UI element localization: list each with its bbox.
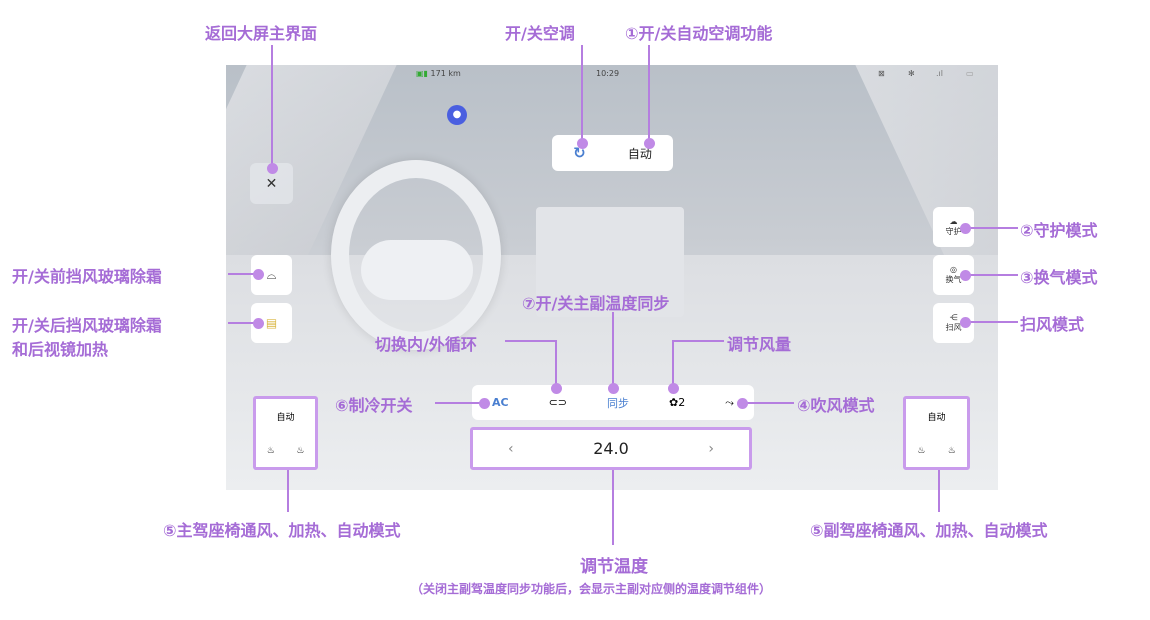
annotation-back: 返回大屏主界面 bbox=[205, 24, 318, 43]
seat-heating-icon[interactable]: ♨ bbox=[296, 445, 305, 456]
temperature-value: 24.0 bbox=[593, 439, 629, 458]
climate-top-card: ↻ 自动 bbox=[552, 135, 673, 171]
power-icon[interactable]: ↻ bbox=[573, 144, 586, 162]
recirculation-icon[interactable]: ⊂⊃ bbox=[548, 396, 567, 409]
range-text: 171 km bbox=[430, 69, 461, 78]
battery-icon: ▣▮ 171 km bbox=[416, 69, 461, 78]
annotation-power: 开/关空调 bbox=[505, 24, 575, 43]
temp-increase-button[interactable]: › bbox=[708, 440, 714, 457]
annotation-rear-defrost: 开/关后挡风玻璃除霜 bbox=[12, 316, 162, 335]
driver-seat-card: 自动 ♨ ♨ bbox=[253, 396, 318, 470]
close-icon: ✕ bbox=[265, 175, 278, 192]
annotation-mirror-heat: 和后视镜加热 bbox=[12, 340, 109, 359]
guard-label: 守护 bbox=[945, 227, 962, 236]
annotation-guard: ②守护模式 bbox=[1020, 221, 1098, 240]
notification-bell-icon[interactable]: ● bbox=[447, 105, 467, 125]
bluetooth-icon: ✻ bbox=[908, 69, 915, 78]
annotation-front-defrost: 开/关前挡风玻璃除霜 bbox=[12, 267, 162, 286]
car-screen: ▣▮ 171 km 10:29 ⊠ ✻ .ıl ▭ ● ✕ ↻ 自动 ⌓ ▤ ☁… bbox=[226, 65, 998, 490]
seat-ventilation-icon[interactable]: ♨ bbox=[947, 445, 956, 456]
annotation-sweep: 扫风模式 bbox=[1020, 315, 1085, 334]
camera-off-icon: ⊠ bbox=[878, 69, 885, 78]
sync-button[interactable]: 同步 bbox=[606, 396, 629, 410]
annotation-driver-seat: ⑤主驾座椅通风、加热、自动模式 bbox=[163, 521, 401, 540]
guard-icon: ☁ bbox=[949, 217, 958, 226]
fan-speed-button[interactable]: ✿2 bbox=[669, 396, 685, 409]
temperature-control: ‹ 24.0 › bbox=[470, 427, 752, 470]
auto-button[interactable]: 自动 bbox=[627, 146, 652, 161]
ventilate-label: 换气 bbox=[945, 275, 962, 284]
annotation-circulation: 切换内/外循环 bbox=[375, 335, 477, 354]
annotation-blow-mode: ④吹风模式 bbox=[797, 396, 875, 415]
annotation-temp-note: （关闭主副驾温度同步功能后，会显示主副对应侧的温度调节组件） bbox=[411, 582, 772, 596]
passenger-seat-auto-button[interactable]: 自动 bbox=[927, 413, 946, 424]
ventilate-icon: ◎ bbox=[950, 265, 957, 274]
driver-seat-auto-button[interactable]: 自动 bbox=[276, 413, 295, 424]
annotation-ventilate: ③换气模式 bbox=[1020, 268, 1098, 287]
annotation-sync: ⑦开/关主副温度同步 bbox=[522, 294, 670, 313]
window-icon: ▭ bbox=[966, 69, 974, 78]
annotation-auto: ①开/关自动空调功能 bbox=[625, 24, 773, 43]
fan-icon: ✿ bbox=[668, 396, 679, 409]
ac-button[interactable]: AC bbox=[491, 396, 509, 409]
annotation-fan: 调节风量 bbox=[727, 335, 792, 354]
steering-hub bbox=[361, 240, 473, 300]
annotation-passenger-seat: ⑤副驾座椅通风、加热、自动模式 bbox=[810, 521, 1048, 540]
seat-ventilation-icon[interactable]: ♨ bbox=[266, 445, 275, 456]
signal-icon: .ıl bbox=[936, 69, 943, 78]
fan-speed-value: 2 bbox=[678, 396, 686, 409]
rear-defrost-icon: ▤ bbox=[265, 316, 278, 330]
passenger-seat-card: 自动 ♨ ♨ bbox=[903, 396, 970, 470]
clock: 10:29 bbox=[596, 69, 620, 78]
seat-heating-icon[interactable]: ♨ bbox=[917, 445, 926, 456]
sweep-icon: ⋲ bbox=[949, 313, 958, 322]
blow-mode-icon[interactable]: ⤳ bbox=[725, 395, 734, 409]
center-display bbox=[536, 207, 684, 317]
front-defrost-icon: ⌓ bbox=[266, 267, 277, 282]
annotation-ac: ⑥制冷开关 bbox=[335, 396, 413, 415]
temp-decrease-button[interactable]: ‹ bbox=[508, 440, 514, 457]
annotation-temp: 调节温度 bbox=[580, 557, 648, 577]
sweep-label: 扫风 bbox=[945, 323, 962, 332]
